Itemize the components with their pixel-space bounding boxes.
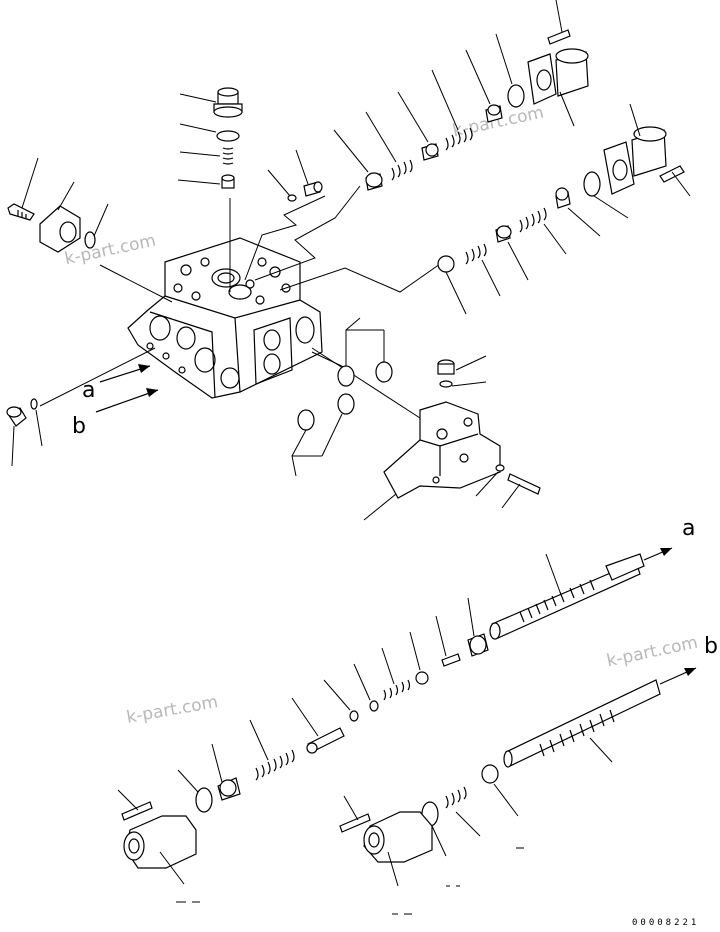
reference-label-b: b: [72, 414, 86, 439]
blank-callouts: [176, 847, 524, 915]
middle-row-parts: [437, 171, 629, 315]
drawing-code: 00008221: [632, 918, 700, 928]
spool-b: [481, 667, 697, 817]
valve-body: [127, 237, 323, 399]
reference-label-b-spool: b: [704, 634, 718, 659]
lower-left-solenoid: [117, 789, 197, 885]
upper-row-parts: [267, 33, 525, 202]
spool-a: [467, 547, 673, 657]
top-plug-stack: [177, 87, 243, 189]
reference-label-a: a: [82, 378, 96, 403]
middle-solenoid-housing: [603, 103, 691, 197]
upper-solenoid-housing: [527, 0, 589, 127]
reference-label-a-spool: a: [682, 516, 696, 541]
lower-parts-spool-a: [177, 615, 461, 813]
lower-middle-solenoid: [339, 795, 433, 887]
o-ring-groups: [291, 317, 393, 477]
left-plug: [6, 398, 43, 467]
assembly-centerlines: [39, 185, 441, 419]
left-cover-assembly: [7, 157, 109, 253]
reference-arrows: [95, 364, 159, 413]
right-cover-block: [363, 355, 541, 521]
